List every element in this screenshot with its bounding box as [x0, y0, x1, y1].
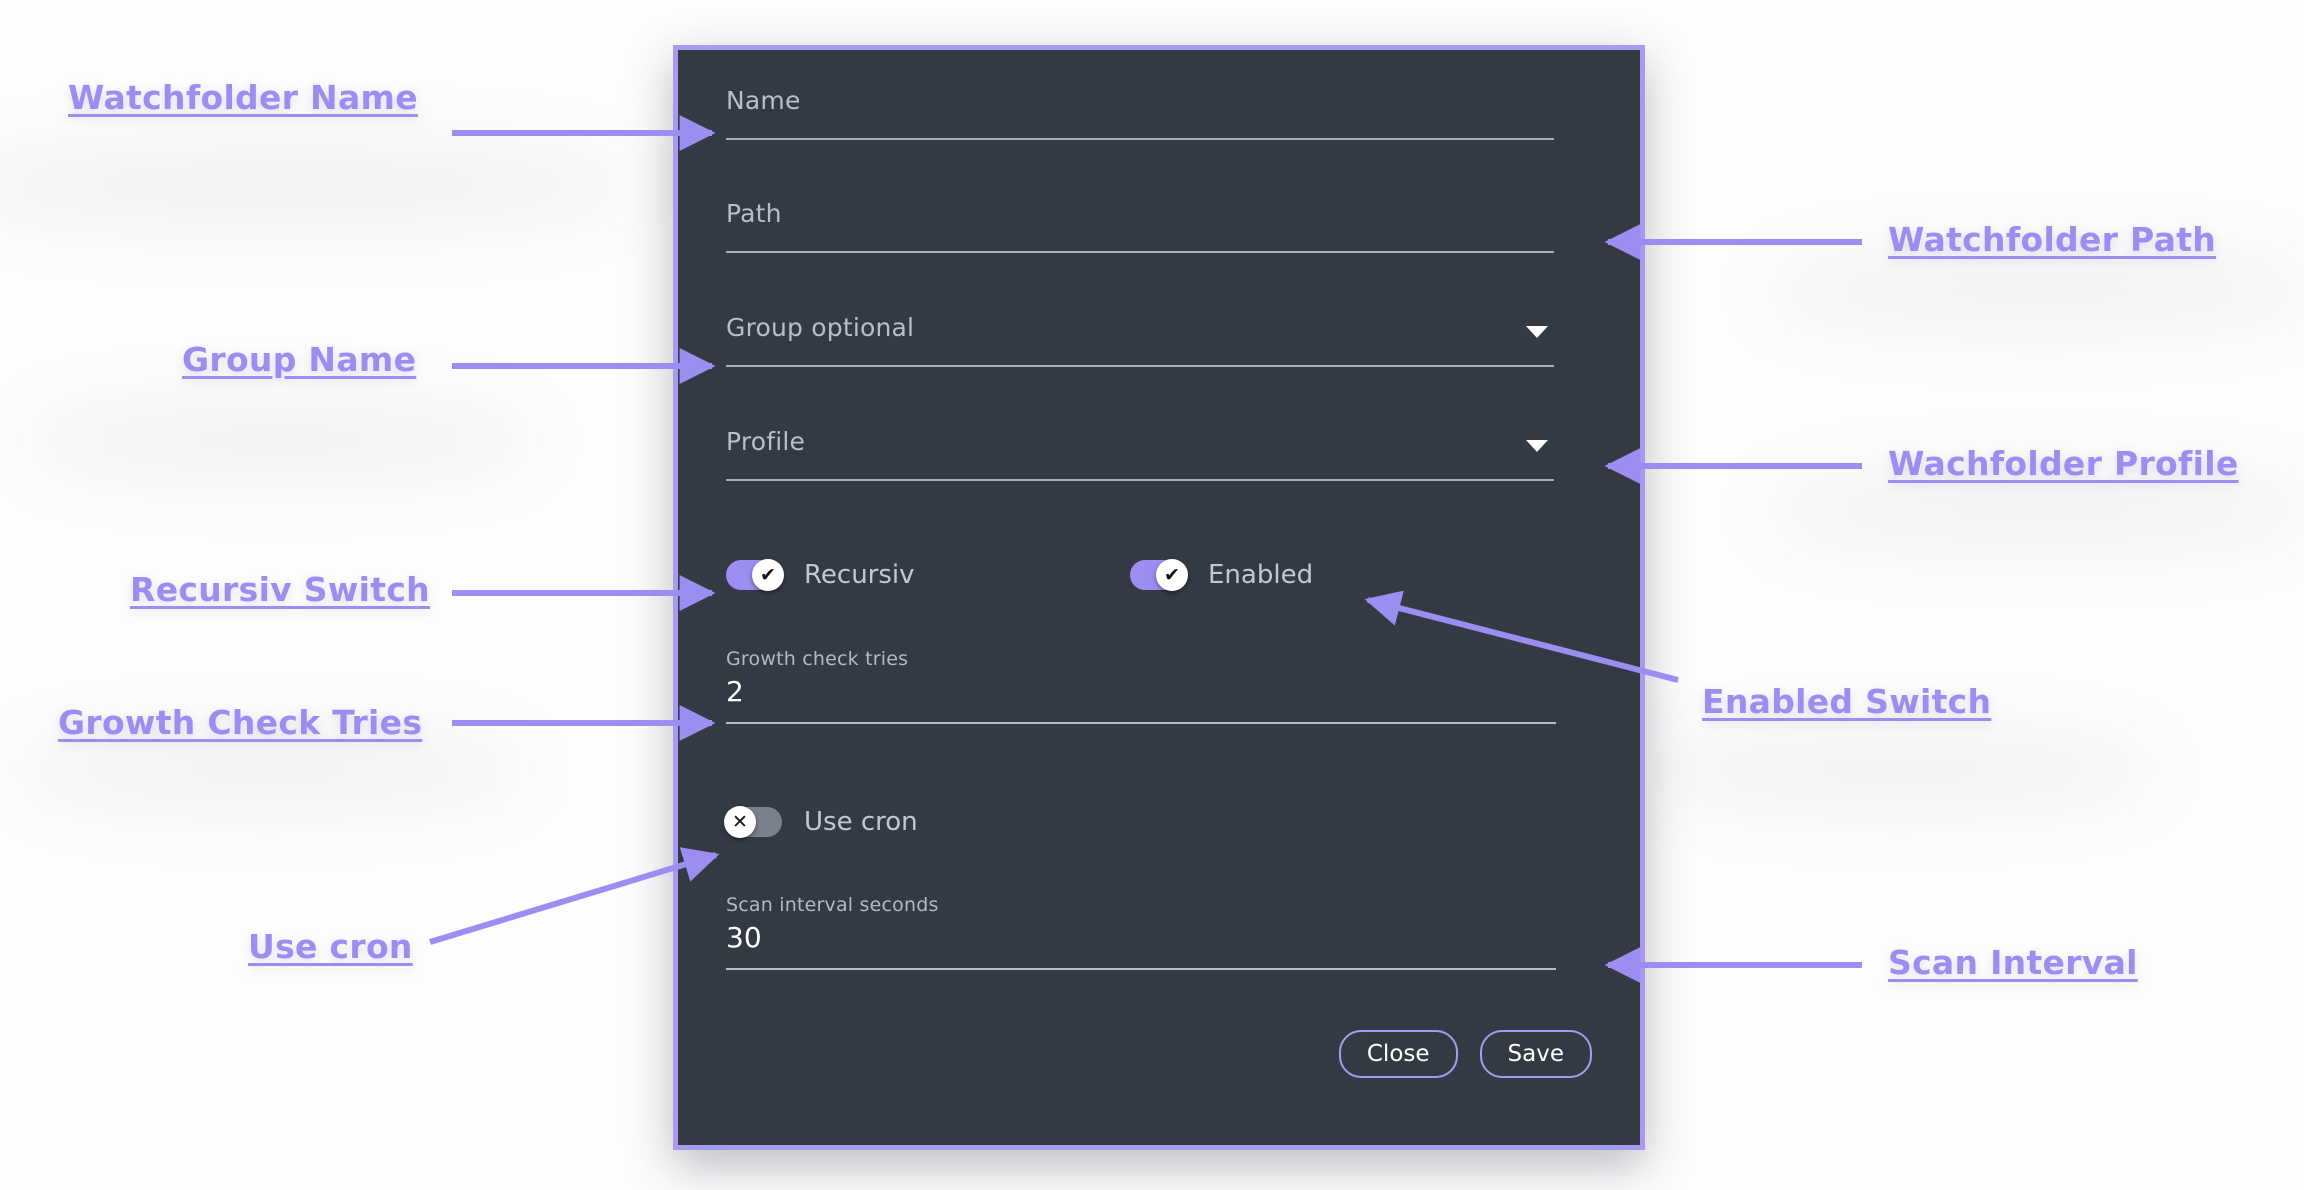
watchfolder-dialog: Name Path Group optional Profile — [673, 45, 1645, 1150]
backdrop-shadow — [1640, 730, 2160, 810]
annotation-watchfolder-path: Watchfolder Path — [1888, 220, 2217, 259]
save-button[interactable]: Save — [1479, 1030, 1592, 1078]
annotation-use-cron: Use cron — [248, 927, 413, 966]
growth-check-tries-value[interactable]: 2 — [726, 675, 744, 708]
scan-interval-underline — [726, 968, 1556, 970]
growth-check-tries-underline — [726, 722, 1556, 724]
chevron-down-icon[interactable] — [1526, 326, 1548, 338]
annotation-wachfolder-profile: Wachfolder Profile — [1888, 444, 2239, 483]
annotation-growth-check-tries: Growth Check Tries — [58, 703, 423, 742]
path-field-underline — [726, 251, 1554, 253]
profile-select-label: Profile — [726, 427, 806, 456]
growth-check-tries-label: Growth check tries — [726, 648, 909, 670]
scan-interval-field[interactable]: Scan interval seconds 30 — [726, 893, 1556, 970]
name-field[interactable]: Name — [726, 85, 1554, 140]
annotation-scan-interval: Scan Interval — [1888, 943, 2138, 982]
annotation-watchfolder-name: Watchfolder Name — [68, 78, 418, 117]
name-field-label: Name — [726, 86, 801, 115]
group-select-underline — [726, 365, 1554, 367]
annotation-group-name: Group Name — [182, 340, 417, 379]
backdrop-shadow — [20, 400, 540, 480]
profile-select[interactable]: Profile — [726, 426, 1554, 481]
path-field-label: Path — [726, 199, 782, 228]
path-field[interactable]: Path — [726, 198, 1554, 253]
backdrop-shadow — [1760, 250, 2304, 330]
annotation-enabled-switch: Enabled Switch — [1702, 682, 1992, 721]
close-button[interactable]: Close — [1338, 1030, 1458, 1078]
annotation-recursiv-switch: Recursiv Switch — [130, 570, 430, 609]
scan-interval-value[interactable]: 30 — [726, 921, 762, 954]
growth-check-tries-field[interactable]: Growth check tries 2 — [726, 647, 1556, 724]
close-icon: ✕ — [724, 806, 756, 838]
profile-select-underline — [726, 479, 1554, 481]
dialog-footer: Close Save — [726, 1030, 1592, 1078]
backdrop-shadow — [10, 730, 530, 810]
name-field-underline — [726, 138, 1554, 140]
scan-interval-label: Scan interval seconds — [726, 894, 939, 916]
recursiv-label: Recursiv — [804, 560, 915, 590]
group-select-label: Group optional — [726, 313, 915, 342]
recursiv-switch[interactable]: ✔ — [726, 559, 784, 591]
use-cron-switch[interactable]: ✕ — [724, 806, 782, 838]
enabled-toggle-row[interactable]: ✔ Enabled — [1130, 559, 1314, 591]
chevron-down-icon[interactable] — [1526, 440, 1548, 452]
check-icon: ✔ — [752, 559, 784, 591]
use-cron-toggle-row[interactable]: ✕ Use cron — [724, 806, 918, 838]
backdrop-shadow — [0, 140, 640, 230]
check-icon: ✔ — [1156, 559, 1188, 591]
enabled-label: Enabled — [1208, 560, 1314, 590]
enabled-switch[interactable]: ✔ — [1130, 559, 1188, 591]
group-select[interactable]: Group optional — [726, 312, 1554, 367]
use-cron-label: Use cron — [804, 807, 918, 837]
recursiv-toggle-row[interactable]: ✔ Recursiv — [726, 559, 915, 591]
dialog-body: Name Path Group optional Profile — [678, 50, 1640, 1145]
